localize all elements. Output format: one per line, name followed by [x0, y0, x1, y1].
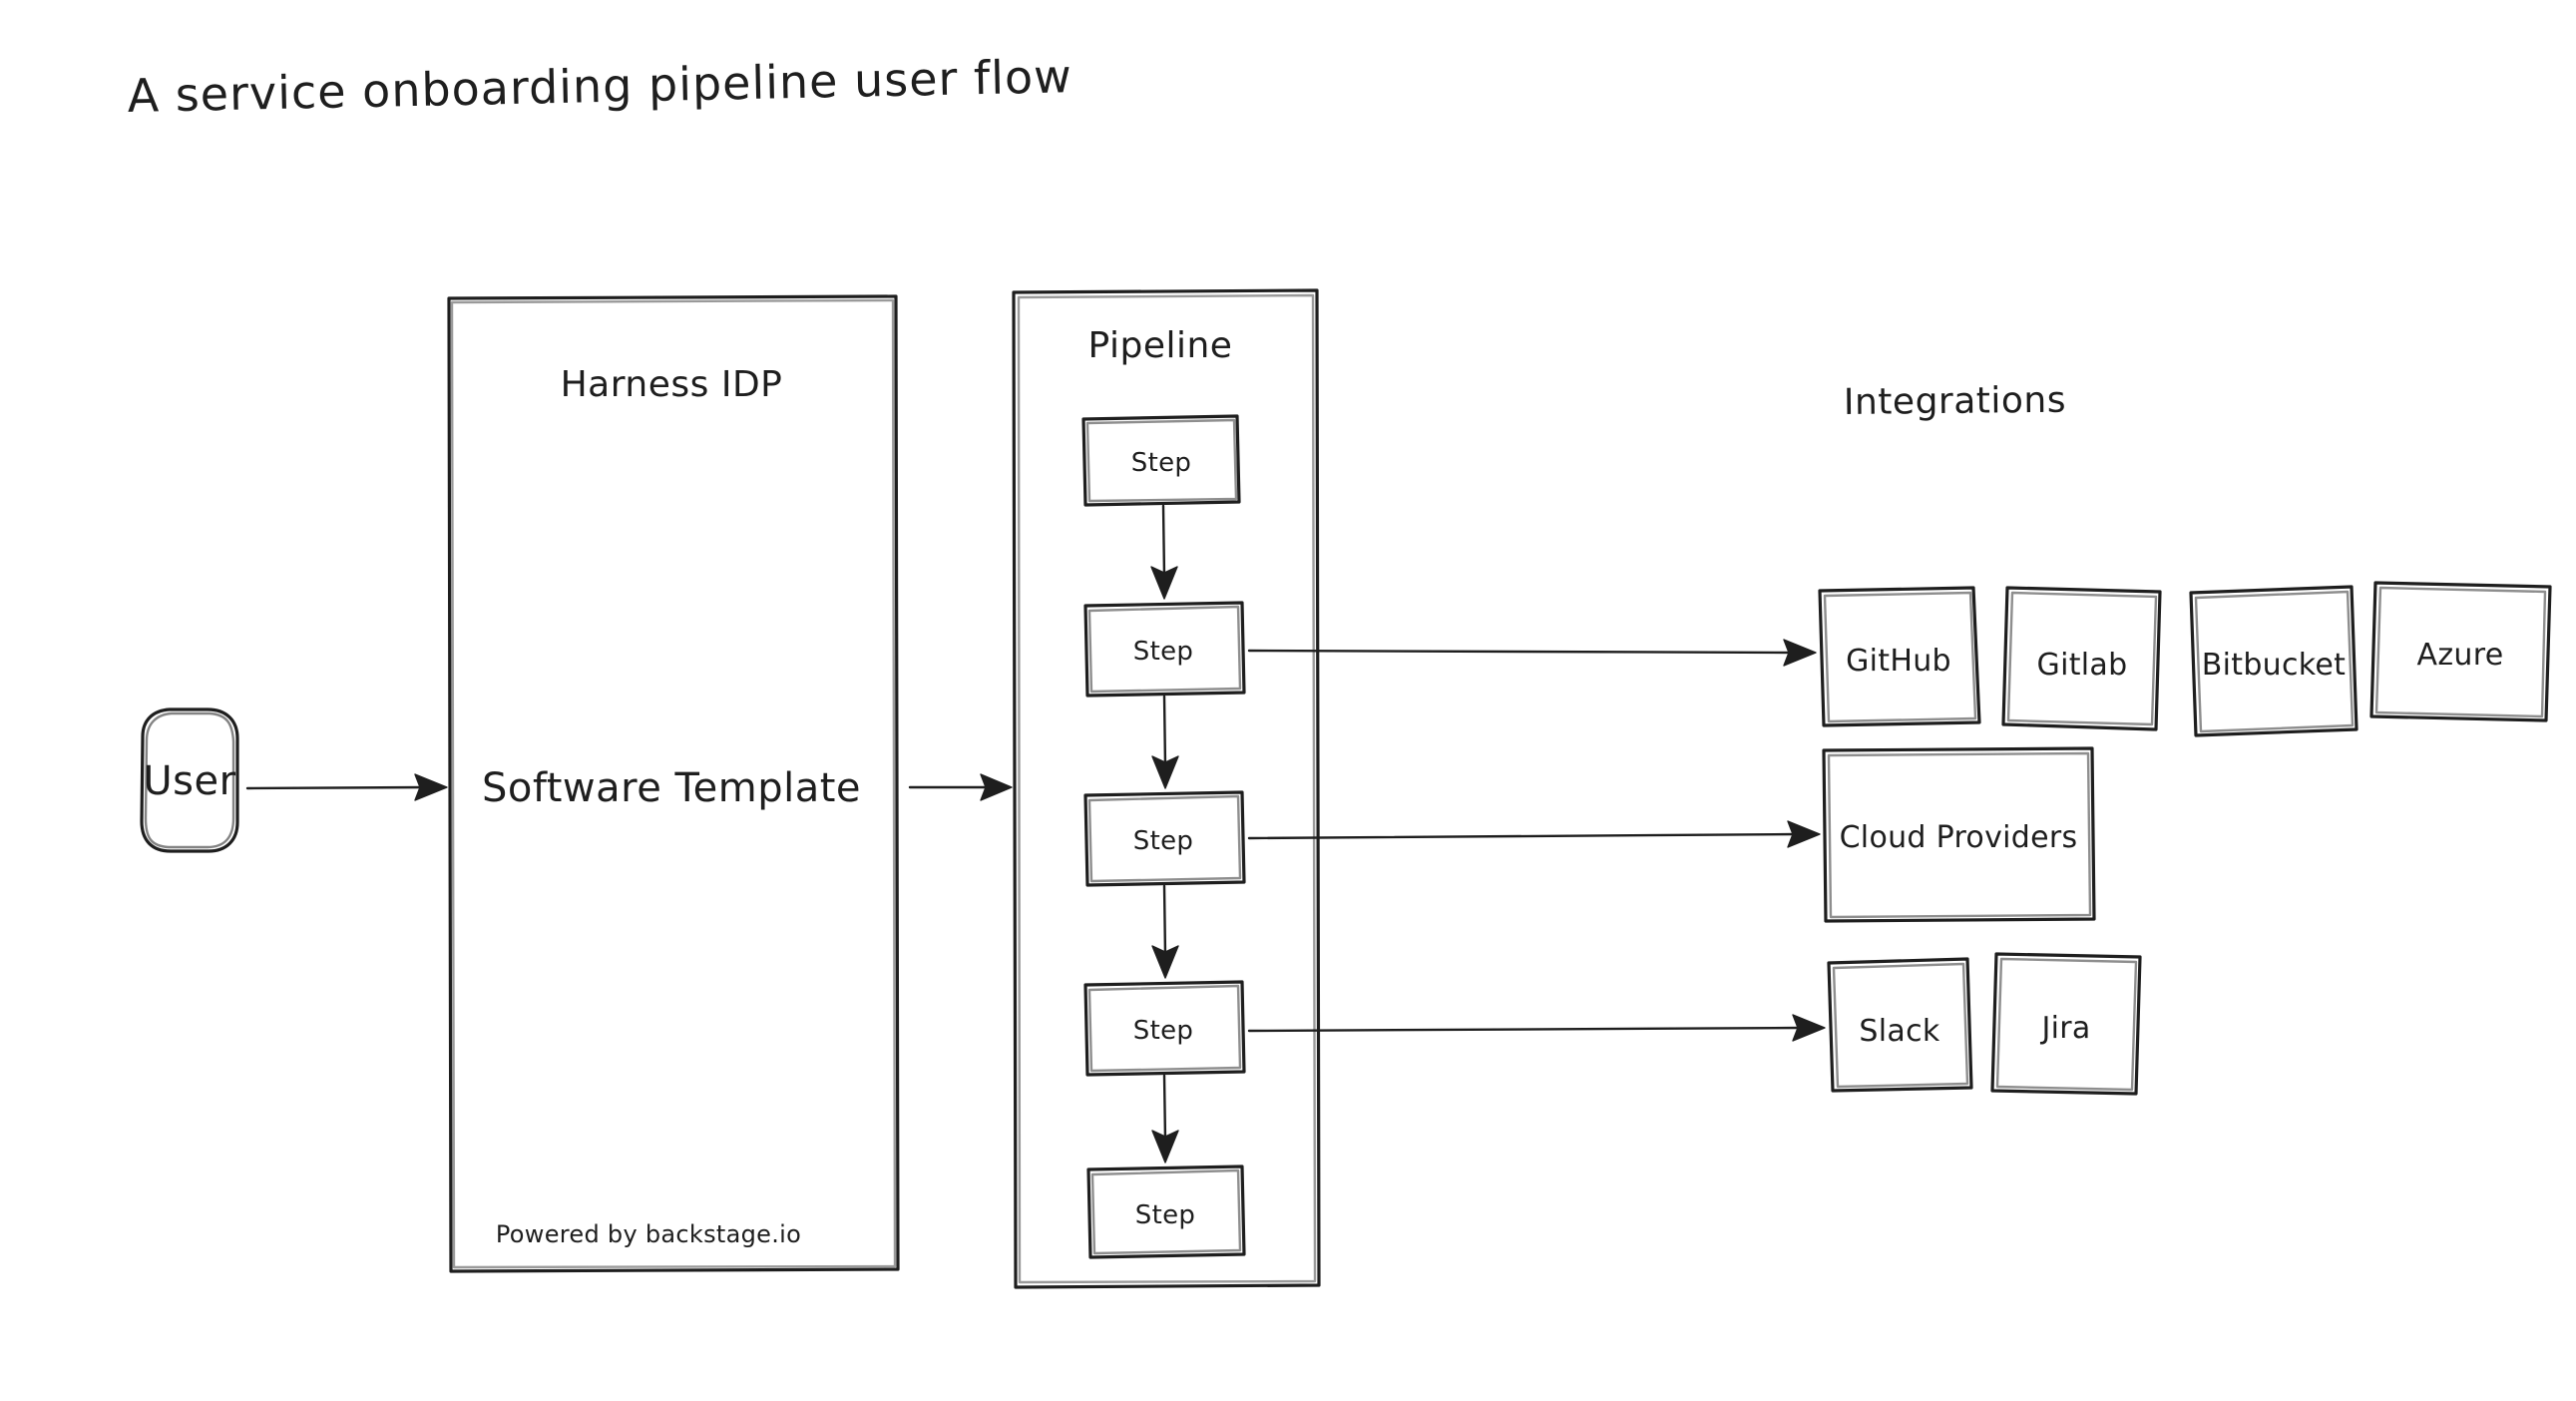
harness-idp-title: Harness IDP [561, 364, 783, 405]
integration-box-github[interactable] [1818, 586, 1981, 727]
integration-box-bitbucket[interactable] [2189, 585, 2359, 737]
connector-step1-to-step2 [1150, 504, 1178, 600]
integration-label-jira: Jira [2039, 1011, 2090, 1046]
step-label-1: Step [1131, 448, 1191, 478]
integration-box-gitlab[interactable] [2001, 586, 2162, 731]
pipeline-container[interactable] [1012, 288, 1321, 1289]
step-box-1[interactable] [1081, 414, 1241, 507]
page-title: A service onboarding pipeline user flow [127, 49, 1073, 123]
integration-box-slack[interactable] [1827, 957, 1973, 1093]
step-box-2[interactable] [1083, 601, 1246, 698]
step-box-4[interactable] [1083, 980, 1246, 1077]
integration-box-azure[interactable] [2369, 581, 2552, 722]
connector-step4-to-slack [1247, 1014, 1826, 1042]
step-label-5: Step [1135, 1200, 1195, 1230]
connector-step3-to-step4 [1151, 884, 1179, 979]
integration-box-cloud-providers[interactable] [1822, 746, 2096, 923]
step-box-5[interactable] [1086, 1165, 1246, 1259]
step-label-2: Step [1133, 637, 1193, 667]
connector-user-to-idp [245, 773, 448, 801]
step-label-3: Step [1133, 826, 1193, 856]
connector-idp-to-pipeline [908, 773, 1013, 801]
connector-step2-to-github [1247, 639, 1817, 667]
connector-step3-to-cloud-providers [1247, 820, 1821, 848]
integration-label-azure: Azure [2417, 638, 2504, 673]
step-label-4: Step [1133, 1016, 1193, 1046]
connector-step4-to-step5 [1151, 1074, 1179, 1164]
pipeline-title: Pipeline [1088, 325, 1233, 366]
integration-label-cloud-providers: Cloud Providers [1840, 820, 2078, 855]
integration-box-jira[interactable] [1990, 952, 2142, 1096]
user-label: User [143, 758, 235, 804]
integration-label-github: GitHub [1846, 644, 1951, 679]
backstage-footer: Powered by backstage.io [496, 1220, 801, 1248]
integration-label-gitlab: Gitlab [2037, 648, 2128, 683]
harness-idp-container[interactable] [447, 294, 900, 1273]
software-template-label: Software Template [482, 765, 861, 811]
connector-step2-to-step3 [1151, 695, 1179, 789]
user-node[interactable] [140, 707, 239, 853]
integration-label-slack: Slack [1859, 1014, 1939, 1049]
step-box-3[interactable] [1083, 790, 1246, 887]
integration-label-bitbucket: Bitbucket [2202, 648, 2346, 683]
integrations-title: Integrations [1844, 380, 2067, 423]
